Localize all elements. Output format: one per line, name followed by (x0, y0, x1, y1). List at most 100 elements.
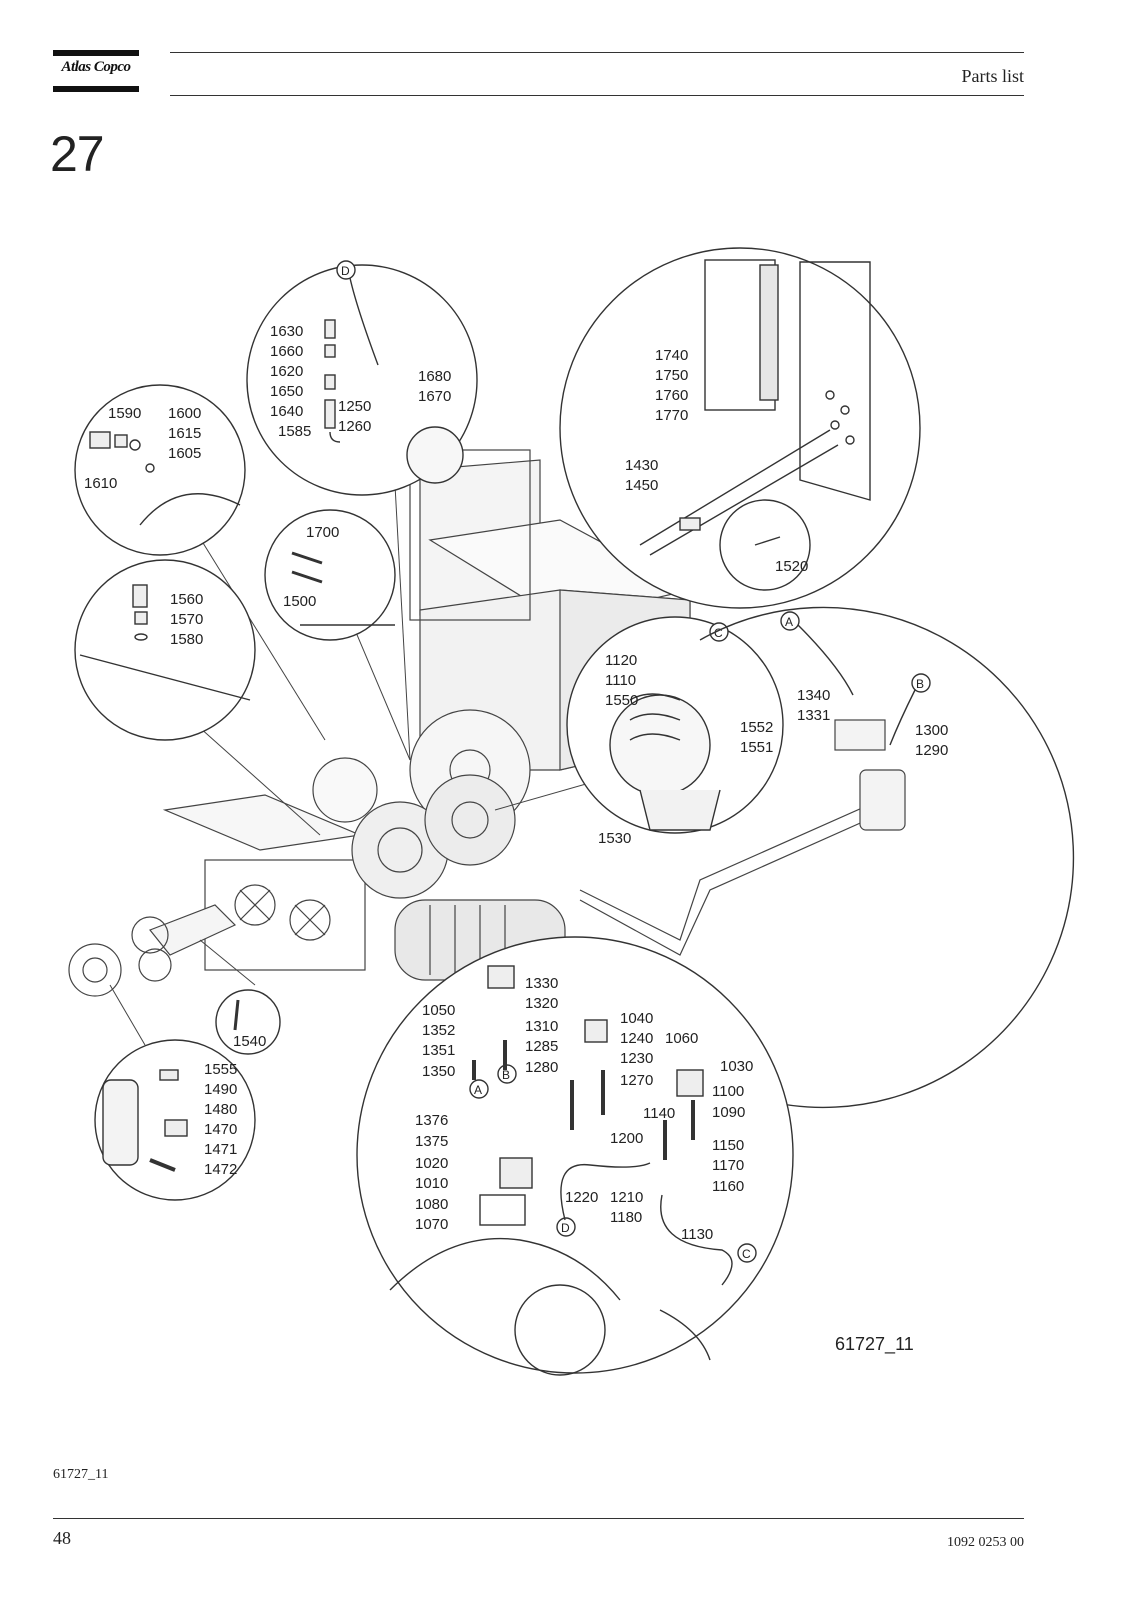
part-label: 1110 (605, 672, 636, 689)
part-label: 1010 (415, 1175, 448, 1192)
part-labels: 1630 1660 1620 1650 1640 1585 1250 1260 … (84, 323, 948, 1355)
part-label: 1120 (605, 652, 637, 669)
detail-bubble-d: D (246, 260, 478, 496)
part-label: 1585 (278, 423, 311, 440)
part-label: 1060 (665, 1030, 698, 1047)
part-label: 1551 (740, 739, 773, 756)
drawing-reference-inline: 61727_11 (835, 1334, 914, 1355)
part-label: 1600 (168, 405, 201, 422)
part-label: 1351 (422, 1042, 455, 1059)
part-label: 1500 (283, 593, 316, 610)
part-label: 1140 (643, 1105, 675, 1122)
callout-letter-b-top: B (916, 677, 924, 691)
part-label: 1040 (620, 1010, 653, 1027)
part-label: 1240 (620, 1030, 653, 1047)
part-label: 1590 (108, 405, 141, 422)
part-label: 1530 (598, 830, 631, 847)
detail-bubble-1560 (74, 559, 256, 741)
callout-letter-d: D (341, 264, 350, 278)
part-label: 1560 (170, 591, 203, 608)
part-label: 1050 (422, 1002, 455, 1019)
part-label: 1450 (625, 477, 658, 494)
part-label: 1740 (655, 347, 688, 364)
part-label: 1100 (712, 1083, 744, 1100)
part-label: 1550 (605, 692, 638, 709)
part-label: 1615 (168, 425, 201, 442)
header-rule-bottom (170, 95, 1024, 96)
part-label: 1331 (797, 707, 830, 724)
part-label: 1430 (625, 457, 658, 474)
callout-letter-b-bottom: B (502, 1068, 510, 1082)
detail-bubble-c: C (566, 616, 784, 834)
part-label: 1300 (915, 722, 948, 739)
part-label: 1280 (525, 1059, 558, 1076)
part-label: 1471 (204, 1141, 237, 1158)
part-label: 1630 (270, 323, 303, 340)
part-label: 1570 (170, 611, 203, 628)
page-number: 48 (53, 1528, 71, 1548)
part-label: 1230 (620, 1050, 653, 1067)
callout-letter-c-bottom: C (742, 1247, 751, 1261)
part-label: 1375 (415, 1133, 448, 1150)
atlas-copco-logo: Atlas Copco (53, 50, 139, 92)
part-label: 1352 (422, 1022, 455, 1039)
part-label: 1260 (338, 418, 371, 435)
drawing-reference: 61727_11 (53, 1467, 109, 1482)
part-label: 1285 (525, 1038, 558, 1055)
part-label: 1030 (720, 1058, 753, 1075)
part-label: 1290 (915, 742, 948, 759)
part-label: 1310 (525, 1018, 558, 1035)
part-label: 1540 (233, 1033, 266, 1050)
part-label: 1480 (204, 1101, 237, 1118)
callout-letter-c-top: C (714, 626, 723, 640)
part-label: 1520 (775, 558, 808, 575)
part-label: 1200 (610, 1130, 643, 1147)
detail-bubble-lower: A B D C (356, 936, 794, 1376)
part-label: 1210 (610, 1189, 643, 1206)
part-label: 1130 (681, 1226, 713, 1243)
part-label: 1620 (270, 363, 303, 380)
part-label: 1330 (525, 975, 558, 992)
detail-bubble-1740 (559, 247, 921, 609)
part-label: 1680 (418, 368, 451, 385)
part-label: 1250 (338, 398, 371, 415)
part-label: 1660 (270, 343, 303, 360)
part-label: 1472 (204, 1161, 237, 1178)
part-label: 1470 (204, 1121, 237, 1138)
part-label: 1700 (306, 524, 339, 541)
part-label: 1150 (712, 1137, 744, 1154)
part-label: 1020 (415, 1155, 448, 1172)
part-label: 1490 (204, 1081, 237, 1098)
page-title: Parts list (961, 66, 1024, 86)
part-label: 1340 (797, 687, 830, 704)
callout-letter-a-bottom: A (474, 1083, 482, 1097)
detail-bubble-1590 (74, 384, 246, 556)
part-label: 1770 (655, 407, 688, 424)
document-number: 1092 0253 00 (947, 1535, 1024, 1550)
callout-letter-d-bottom: D (561, 1221, 570, 1235)
part-label: 1180 (610, 1209, 642, 1226)
section-number: 27 (50, 126, 105, 182)
detail-bubble-1555 (94, 1039, 256, 1201)
part-label: 1220 (565, 1189, 598, 1206)
part-label: 1760 (655, 387, 688, 404)
logo-bar-bottom (53, 86, 139, 92)
part-label: 1080 (415, 1196, 448, 1213)
detail-bubble-ab: A B (699, 606, 1075, 1109)
part-label: 1605 (168, 445, 201, 462)
part-label: 1376 (415, 1112, 448, 1129)
part-label: 1320 (525, 995, 558, 1012)
part-label: 1170 (712, 1157, 744, 1174)
part-label: 1090 (712, 1104, 745, 1121)
logo-bar-top (53, 50, 139, 56)
part-label: 1650 (270, 383, 303, 400)
part-label: 1350 (422, 1063, 455, 1080)
part-label: 1750 (655, 367, 688, 384)
detail-bubble-1700 (264, 509, 396, 641)
part-label: 1580 (170, 631, 203, 648)
detail-bubble-1540 (215, 989, 281, 1055)
part-label: 1270 (620, 1072, 653, 1089)
header-rule-top (170, 52, 1024, 53)
part-label: 1160 (712, 1178, 744, 1195)
